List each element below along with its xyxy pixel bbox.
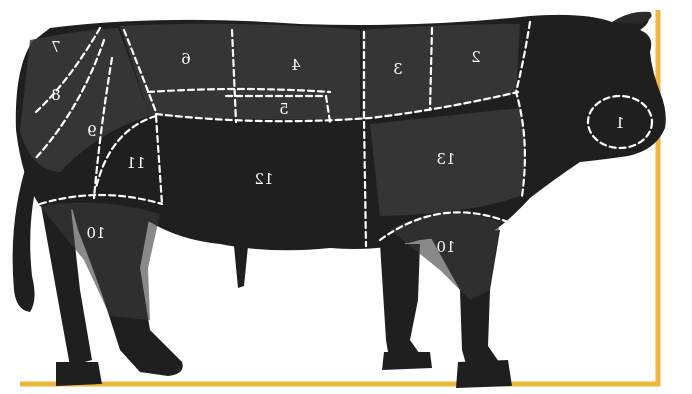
cut-number-6: 6 bbox=[181, 50, 191, 68]
cut-number-7: 7 bbox=[51, 38, 61, 56]
cut-number-8: 8 bbox=[51, 86, 61, 104]
cut-number-10-front: 10 bbox=[436, 238, 455, 256]
cut-number-5: 5 bbox=[279, 100, 289, 118]
cut-number-1: 1 bbox=[615, 114, 625, 132]
cut-number-13: 13 bbox=[436, 150, 455, 168]
cut-number-11: 11 bbox=[126, 154, 145, 172]
cut-number-9: 9 bbox=[87, 122, 97, 140]
cut-number-12: 12 bbox=[254, 170, 273, 188]
cut-number-4: 4 bbox=[291, 56, 301, 74]
cut-number-3: 3 bbox=[393, 60, 403, 78]
cut-number-10-rear: 10 bbox=[86, 224, 105, 242]
cut-number-2: 2 bbox=[471, 48, 481, 66]
